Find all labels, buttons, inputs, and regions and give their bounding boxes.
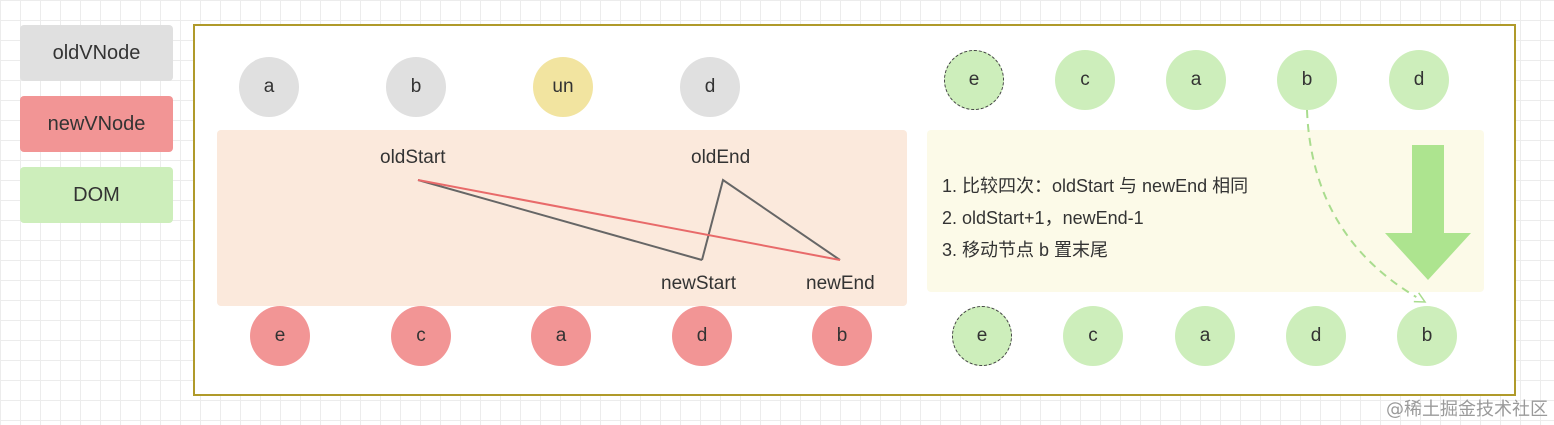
dom-node-after: c	[1063, 306, 1123, 366]
new-vnode-node: c	[391, 306, 451, 366]
new-vnode-node: e	[250, 306, 310, 366]
new-vnode-label: d	[696, 325, 708, 346]
dom-node-label: d	[1310, 325, 1322, 346]
dom-node-label: a	[1190, 69, 1202, 90]
legend-old-vnode-label: oldVNode	[52, 41, 141, 64]
dom-node-before: d	[1389, 50, 1449, 110]
dom-node-before-new: e	[944, 50, 1004, 110]
pointer-zone	[217, 130, 907, 306]
new-vnode-label: a	[555, 325, 567, 346]
new-vnode-node: b	[812, 306, 872, 366]
dom-node-before: c	[1055, 50, 1115, 110]
legend-new-vnode-label: newVNode	[47, 112, 146, 135]
steps-list: 1. 比较四次：oldStart 与 newEnd 相同 2. oldStart…	[942, 170, 1248, 266]
dom-node-label: b	[1301, 69, 1313, 90]
move-node-b-arrow	[1306, 109, 1427, 303]
old-vnode-node-unknown: un	[533, 57, 593, 117]
old-vnode-label: d	[704, 76, 716, 97]
old-start-new-end-match-line	[417, 179, 841, 261]
steps-zone	[927, 130, 1484, 292]
new-vnode-label: c	[416, 325, 426, 346]
old-vnode-node: b	[386, 57, 446, 117]
dom-node-label: e	[968, 69, 980, 90]
old-vnode-node: a	[239, 57, 299, 117]
old-vnode-node: d	[680, 57, 740, 117]
dom-node-before-moving: b	[1277, 50, 1337, 110]
dom-node-label: d	[1413, 69, 1425, 90]
old-vnode-label: a	[263, 76, 275, 97]
dom-node-before: a	[1166, 50, 1226, 110]
new-start-to-old-end-line	[701, 178, 841, 261]
pointer-new-end: newEnd	[806, 273, 875, 294]
old-vnode-label: un	[552, 76, 574, 97]
down-arrow-icon	[1385, 145, 1471, 280]
watermark: @稀土掘金技术社区	[1386, 399, 1548, 420]
dom-node-label: e	[976, 325, 988, 346]
legend-dom-label: DOM	[73, 183, 120, 206]
pointer-old-start: oldStart	[380, 147, 446, 168]
pointer-new-start: newStart	[661, 273, 736, 294]
dom-node-label: a	[1199, 325, 1211, 346]
dom-node-label: b	[1421, 325, 1433, 346]
step-item: 3. 移动节点 b 置末尾	[942, 240, 1109, 260]
new-vnode-label: e	[274, 325, 286, 346]
dom-node-after-moved: b	[1397, 306, 1457, 366]
step-item: 2. oldStart+1，newEnd-1	[942, 208, 1144, 228]
old-start-to-new-start-line	[417, 179, 703, 261]
old-vnode-label: b	[410, 76, 422, 97]
dom-node-after-new: e	[952, 306, 1012, 366]
step-item: 1. 比较四次：oldStart 与 newEnd 相同	[942, 176, 1249, 196]
legend-new-vnode: newVNode	[20, 96, 173, 152]
legend-old-vnode: oldVNode	[20, 25, 173, 81]
pointer-old-end: oldEnd	[691, 147, 751, 168]
dom-node-label: c	[1080, 69, 1090, 90]
new-vnode-node: a	[531, 306, 591, 366]
new-vnode-label: b	[836, 325, 848, 346]
dom-node-label: c	[1088, 325, 1098, 346]
dom-node-after: d	[1286, 306, 1346, 366]
new-vnode-node: d	[672, 306, 732, 366]
legend-dom: DOM	[20, 167, 173, 223]
dom-node-after: a	[1175, 306, 1235, 366]
